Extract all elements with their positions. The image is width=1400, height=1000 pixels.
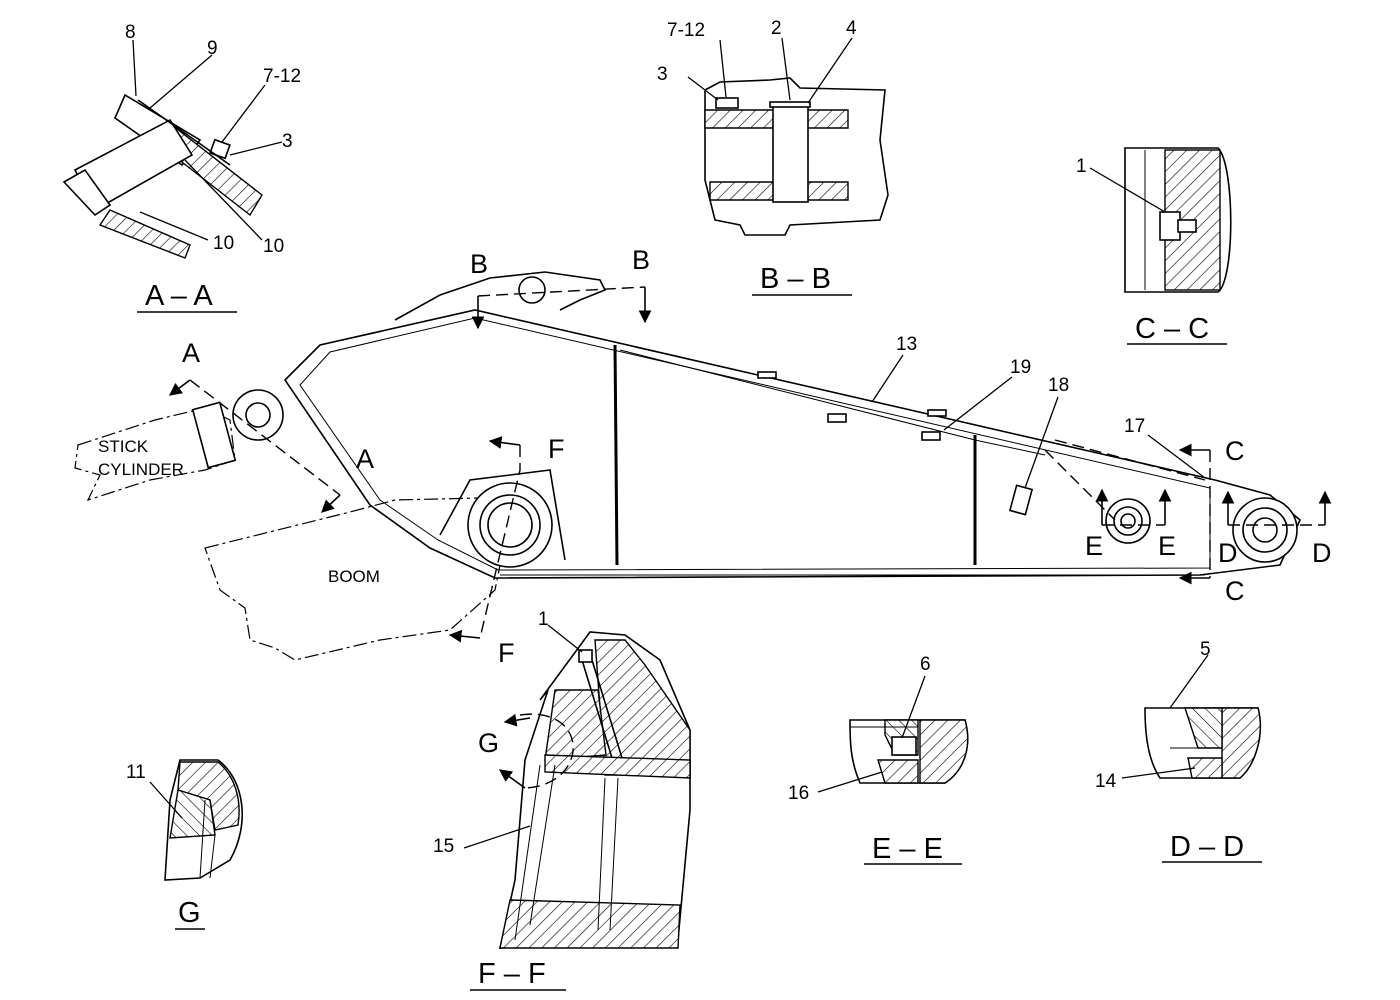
section-letter-e-left: E <box>1085 531 1103 561</box>
view-a-a: 8 9 7-12 3 10 10 A – A <box>62 22 301 313</box>
view-g: 11 G <box>126 759 243 930</box>
section-letter-f-top: F <box>548 434 565 464</box>
callout-main-19: 19 <box>1010 357 1031 378</box>
callout-main-13: 13 <box>896 334 917 355</box>
label-stick-cylinder-1: STICK <box>98 437 149 456</box>
callout-dd-14: 14 <box>1095 771 1117 792</box>
callout-aa-8: 8 <box>125 22 136 43</box>
callout-aa-10a: 10 <box>213 233 234 254</box>
label-stick-cylinder-2: CYLINDER <box>98 460 184 479</box>
section-letter-b-right: B <box>632 245 650 275</box>
section-letter-b-left: B <box>470 249 488 279</box>
view-e-e: 6 16 E – E <box>788 654 969 865</box>
label-boom: BOOM <box>328 567 380 586</box>
section-letter-d-left: D <box>1218 538 1238 568</box>
callout-bb-3: 3 <box>657 64 668 85</box>
section-letter-g: G <box>478 728 499 758</box>
view-title-g: G <box>178 897 201 929</box>
section-letter-c-bottom: C <box>1225 576 1245 606</box>
callout-dd-5: 5 <box>1200 639 1211 660</box>
callout-ee-16: 16 <box>788 783 809 804</box>
main-stick-view: STICK CYLINDER BOOM <box>74 245 1332 668</box>
callout-ff-1: 1 <box>538 609 549 630</box>
view-c-c: 1 C – C <box>1076 147 1232 345</box>
callout-ee-6: 6 <box>920 654 931 675</box>
callout-aa-9: 9 <box>207 38 218 59</box>
view-f-f: G 1 15 F – F <box>433 609 691 991</box>
section-letter-d-right: D <box>1312 538 1332 568</box>
section-letter-f-bottom: F <box>498 638 515 668</box>
view-title-cc: C – C <box>1135 313 1209 345</box>
callout-aa-7-12: 7-12 <box>263 66 301 87</box>
callout-aa-3: 3 <box>282 131 293 152</box>
section-letter-a-bottom: A <box>356 444 374 474</box>
callout-g-11: 11 <box>126 762 146 783</box>
callout-bb-7-12: 7-12 <box>667 20 705 41</box>
callout-bb-2: 2 <box>771 18 782 39</box>
callout-bb-4: 4 <box>846 18 857 39</box>
view-d-d: 5 14 D – D <box>1095 639 1262 863</box>
section-letter-c-top: C <box>1225 436 1245 466</box>
callout-main-17: 17 <box>1124 416 1145 437</box>
callout-cc-1: 1 <box>1076 156 1087 177</box>
view-title-ee: E – E <box>872 833 943 865</box>
callout-ff-15: 15 <box>433 836 454 857</box>
view-title-ff: F – F <box>478 958 546 990</box>
section-letter-a-top: A <box>182 338 200 368</box>
callout-main-18: 18 <box>1048 375 1069 396</box>
view-title-dd: D – D <box>1170 831 1244 863</box>
view-title-aa: A – A <box>145 280 213 312</box>
view-title-bb: B – B <box>760 263 831 295</box>
callout-aa-10b: 10 <box>263 236 284 257</box>
view-b-b: 7-12 2 4 3 B – B <box>657 18 889 296</box>
section-letter-e-right: E <box>1158 531 1176 561</box>
